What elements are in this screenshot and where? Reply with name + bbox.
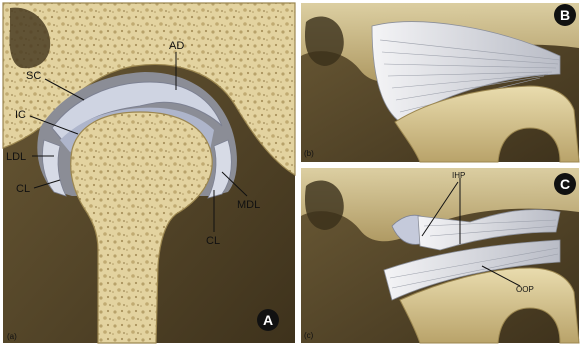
- panel-b-badge: B: [554, 4, 576, 26]
- panel-c-badge: C: [554, 173, 576, 195]
- panel-b-letter: B: [560, 7, 570, 23]
- label-ic: IC: [15, 109, 26, 121]
- label-ihp: IHP: [452, 171, 465, 180]
- panel-c-letter: C: [560, 176, 570, 192]
- label-ad: AD: [169, 40, 184, 52]
- panel-b-caption: (b): [304, 149, 314, 158]
- panel-a-caption: (a): [7, 332, 17, 341]
- label-mdl: MDL: [237, 199, 260, 211]
- panel-a-letter: A: [263, 312, 273, 328]
- panel-a-badge: A: [257, 309, 279, 331]
- label-sc: SC: [26, 70, 41, 82]
- label-cl-left: CL: [16, 183, 30, 195]
- label-cl-bottom: CL: [206, 235, 220, 247]
- label-ldl: LDL: [6, 151, 26, 163]
- panel-a: AD SC IC LDL CL CL MDL (a) A: [3, 3, 295, 343]
- panel-b: (b) B: [301, 3, 579, 162]
- panel-c: IHP OOP (c) C: [301, 168, 579, 343]
- label-oop: OOP: [516, 285, 534, 294]
- panel-c-caption: (c): [304, 331, 314, 340]
